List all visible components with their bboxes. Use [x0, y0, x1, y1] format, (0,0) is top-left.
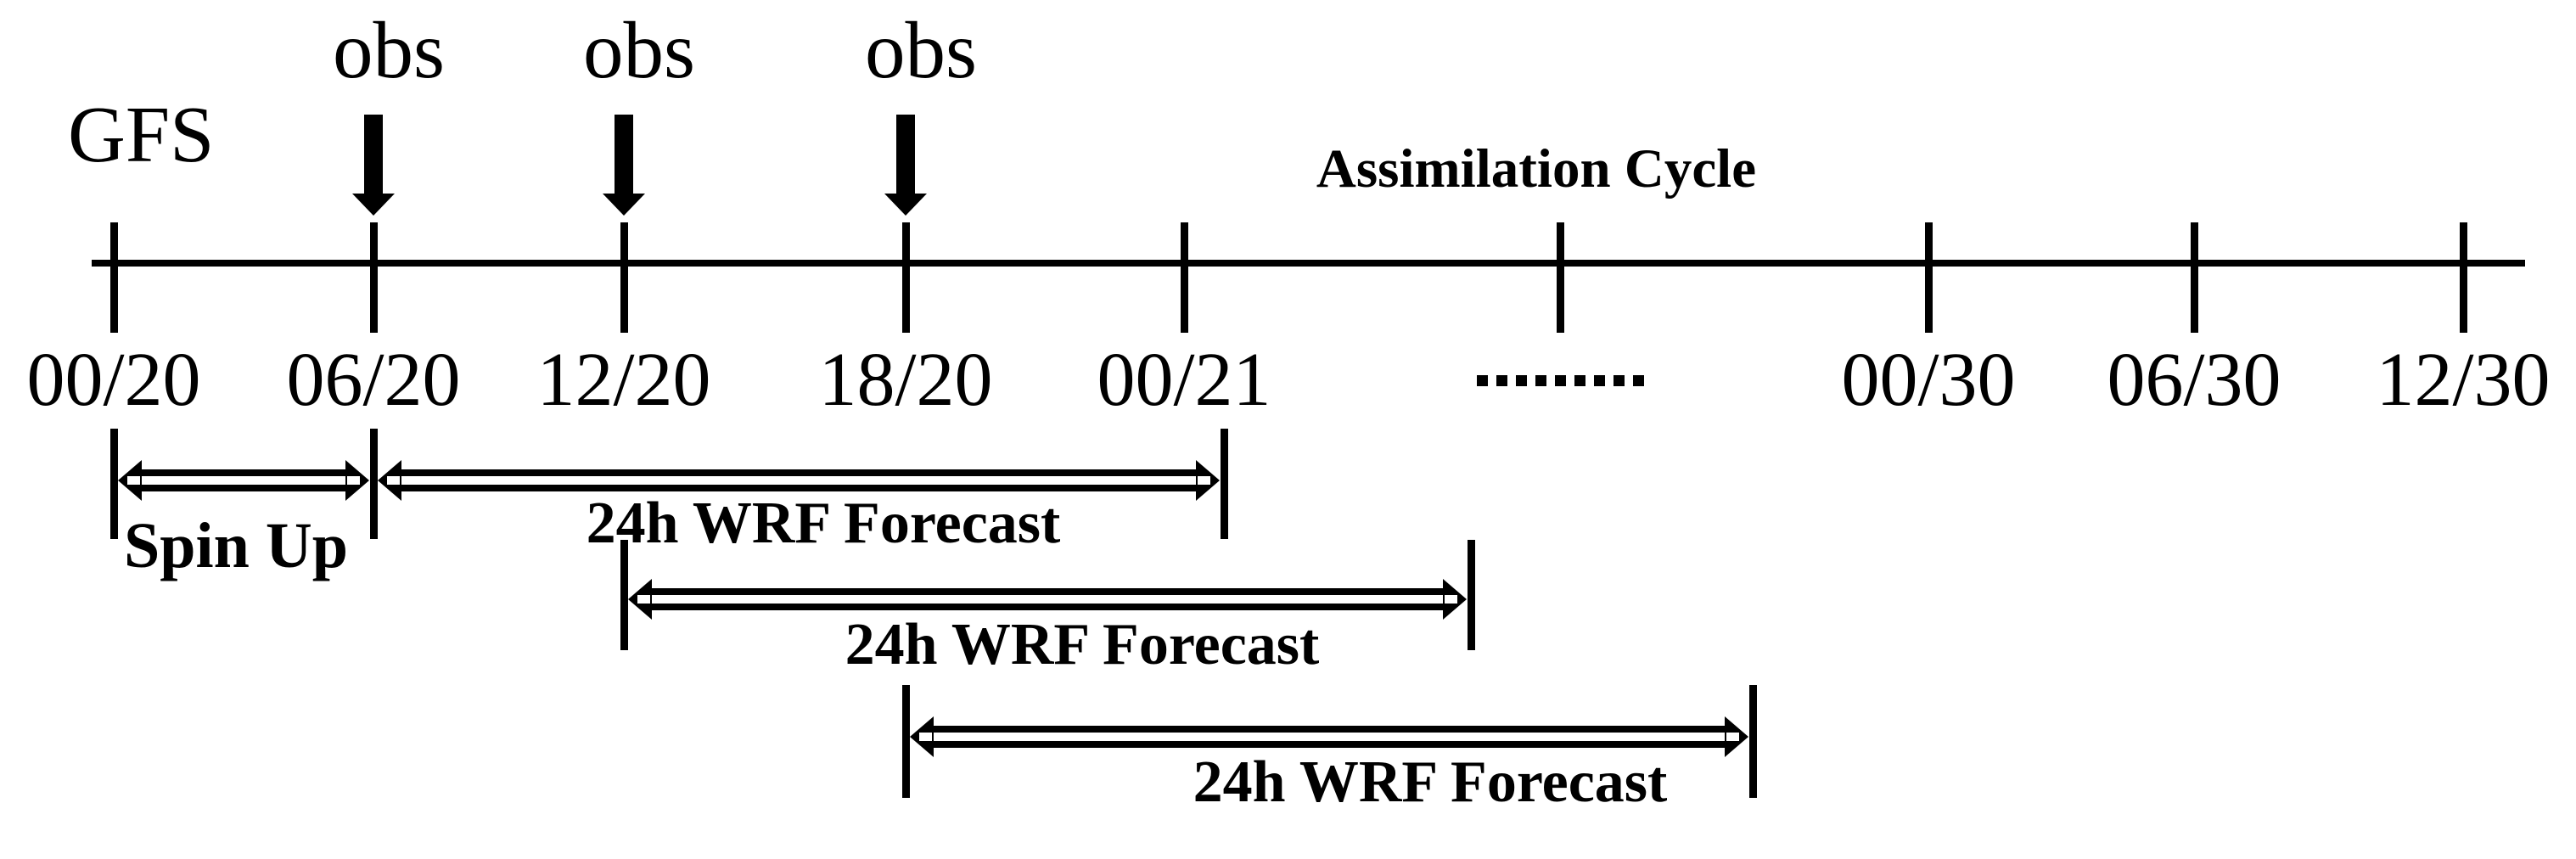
- span-arrow-shaft-top: [139, 469, 348, 476]
- tick-label: 06/20: [286, 338, 461, 422]
- continuation-dot: [1555, 375, 1566, 386]
- continuation-dot: [1516, 375, 1527, 386]
- span-arrow-shaft-bottom: [139, 485, 348, 491]
- span-arrow-shaft-top: [931, 726, 1727, 733]
- timeline-tick: [110, 222, 118, 333]
- obs-arrow-shaft: [364, 115, 383, 194]
- obs-down-arrow-head-icon: [603, 194, 645, 216]
- span-arrow-shaft-top: [649, 588, 1445, 595]
- timeline-tick: [902, 222, 910, 333]
- continuation-dot: [1496, 375, 1507, 386]
- tick-label: 00/21: [1097, 338, 1271, 422]
- span-arrow-head-notch: [1726, 733, 1739, 741]
- span-end-bar: [370, 429, 378, 539]
- span-end-bar: [620, 540, 628, 650]
- timeline-tick: [2191, 222, 2198, 333]
- span-arrow-shaft-bottom: [399, 485, 1198, 491]
- tick-label: 00/30: [1841, 338, 2016, 422]
- span-arrow-head-notch: [347, 476, 360, 485]
- span-arrow-head-notch: [1445, 595, 1457, 604]
- tick-label: 12/30: [2376, 338, 2551, 422]
- continuation-dot: [1535, 375, 1546, 386]
- tick-label: 12/20: [536, 338, 711, 422]
- continuation-dot: [1614, 375, 1625, 386]
- wrf-forecast-label: 24h WRF Forecast: [1193, 750, 1668, 815]
- obs-label: obs: [333, 5, 445, 95]
- assimilation-cycle-label: Assimilation Cycle: [1316, 138, 1757, 199]
- wrf-forecast-label: 24h WRF Forecast: [586, 491, 1061, 556]
- obs-label: obs: [865, 5, 977, 95]
- obs-down-arrow-head-icon: [352, 194, 395, 216]
- continuation-dot: [1594, 375, 1605, 386]
- timeline-tick: [1557, 222, 1564, 333]
- timeline-tick: [2460, 222, 2467, 333]
- span-end-bar: [1749, 685, 1757, 798]
- span-end-bar: [902, 685, 910, 798]
- timeline-tick: [370, 222, 378, 333]
- span-arrow-shaft-top: [399, 469, 1198, 476]
- span-arrow-head-notch: [637, 595, 650, 604]
- obs-down-arrow-head-icon: [884, 194, 927, 216]
- tick-label: 00/20: [26, 338, 201, 422]
- span-end-bar: [1221, 429, 1228, 539]
- span-end-bar: [1468, 540, 1475, 650]
- tick-label: 18/20: [818, 338, 993, 422]
- timeline-axis: [92, 260, 2525, 267]
- obs-label: obs: [583, 5, 695, 95]
- timeline-tick: [1925, 222, 1933, 333]
- timeline-tick: [1181, 222, 1188, 333]
- obs-arrow-shaft: [615, 115, 633, 194]
- continuation-dot: [1574, 375, 1585, 386]
- span-arrow-head-notch: [919, 733, 932, 741]
- spin-up-label: Spin Up: [123, 510, 349, 581]
- span-end-bar: [110, 429, 118, 539]
- gfs-label: GFS: [68, 91, 215, 179]
- obs-arrow-shaft: [896, 115, 915, 194]
- wrf-forecast-label: 24h WRF Forecast: [845, 612, 1320, 677]
- continuation-dot: [1633, 375, 1644, 386]
- timeline-tick: [620, 222, 628, 333]
- span-arrow-head-notch: [1198, 476, 1210, 485]
- span-arrow-head-notch: [387, 476, 400, 485]
- span-arrow-head-notch: [127, 476, 140, 485]
- span-arrow-shaft-bottom: [649, 604, 1445, 610]
- continuation-dot: [1477, 375, 1488, 386]
- tick-label: 06/30: [2107, 338, 2281, 422]
- span-arrow-shaft-bottom: [931, 741, 1727, 748]
